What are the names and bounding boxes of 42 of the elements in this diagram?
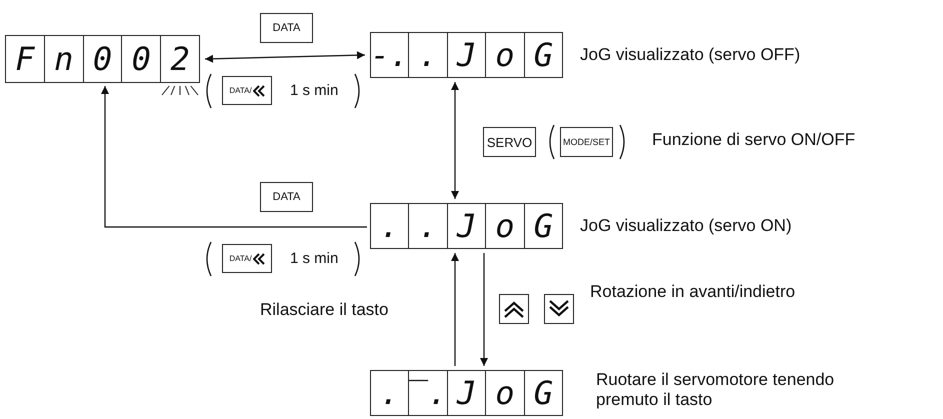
display-digit: . (379, 206, 400, 247)
display-digit: F (14, 39, 36, 80)
seven-segment-display (370, 32, 563, 78)
keypad-key: DATA/ (222, 244, 272, 273)
display-digit: J (446, 204, 486, 248)
seven-segment-display (370, 370, 563, 416)
display-digit: J (446, 371, 486, 415)
keypad-key: MODE/SET (560, 127, 613, 157)
keypad-key: DATA (260, 13, 313, 43)
duration-text: 1 s min (290, 82, 338, 100)
annotation-text: Funzione di servo ON/OFF (652, 130, 856, 150)
display-digit: G (524, 204, 562, 248)
keypad-key: SERVO (483, 127, 536, 157)
display-digit: o (485, 371, 524, 415)
annotation-text: Rotazione in avanti/indietro (590, 282, 796, 302)
arrow (101, 86, 367, 228)
duration-text: 1 s min (290, 250, 338, 268)
seven-segment-display (5, 35, 200, 83)
display-digit: o (485, 33, 524, 77)
keypad-key: DATA (260, 182, 313, 212)
display-digit: 0 (121, 36, 160, 82)
display-digit: . (408, 204, 447, 248)
display-digit: o (485, 204, 524, 248)
display-digit: n (44, 36, 83, 82)
display-digit: 2 (160, 36, 199, 82)
display-digit: G (524, 33, 562, 77)
display-digit: . (379, 373, 400, 414)
display-digit: 0 (82, 36, 122, 82)
arrow (451, 82, 459, 199)
arrow (204, 51, 366, 63)
arrow (451, 253, 459, 366)
seven-segment-display (370, 203, 563, 249)
display-digit: -. (371, 35, 408, 76)
display-description: JoG visualizzato (servo ON) (580, 216, 793, 236)
arrow (480, 253, 488, 366)
display-description: JoG visualizzato (servo OFF) (580, 45, 802, 65)
display-digit: J (446, 33, 486, 77)
display-digit: G (524, 371, 562, 415)
keypad-key: DATA/ (222, 76, 272, 105)
annotation-text: Rilasciare il tasto (260, 300, 388, 320)
display-digit: . (408, 33, 447, 77)
display-description: Ruotare il servomotore tenendo premuto il tasto (596, 370, 836, 410)
